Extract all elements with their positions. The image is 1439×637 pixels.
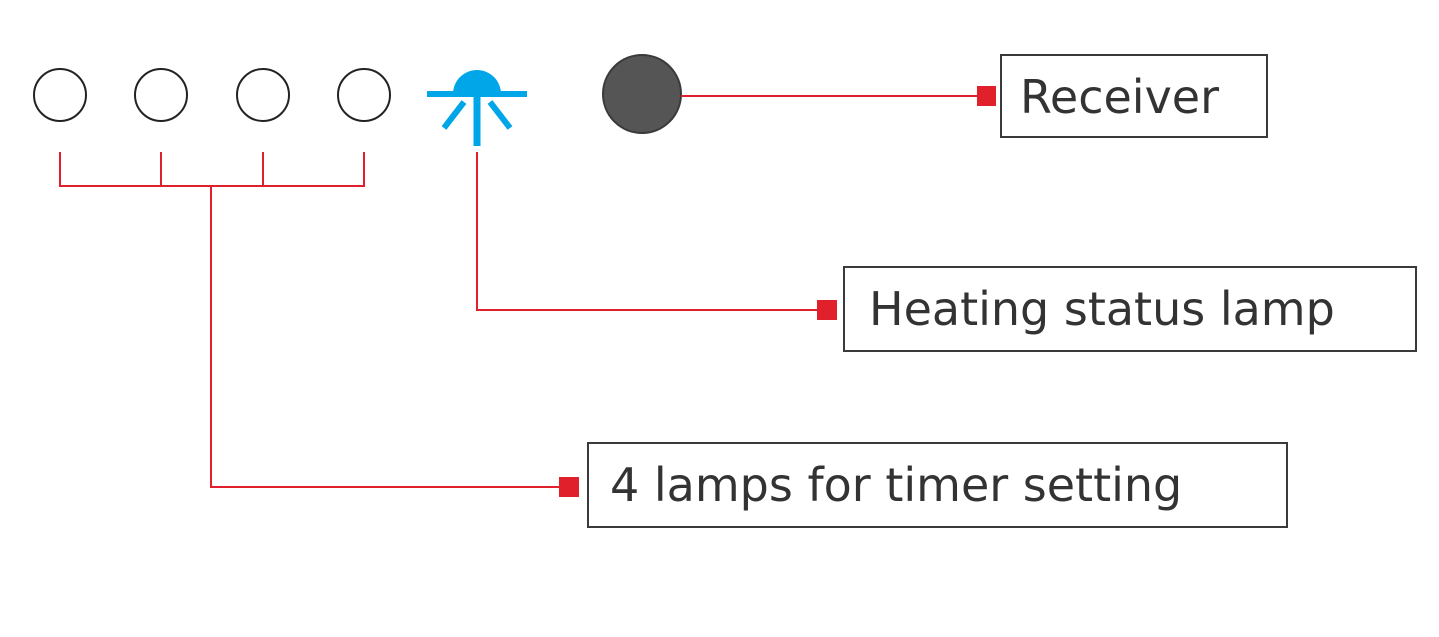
timer-lamps-label-box: 4 lamps for timer setting [587,442,1288,528]
heating-status-lamp-label: Heating status lamp [869,282,1335,336]
heating-status-lamp-leader [476,152,837,320]
receiver-label: Receiver [1020,70,1219,124]
receiver-leader [681,86,996,106]
receiver-icon [602,54,682,134]
timer-lamp-4-icon [337,68,391,122]
heating-status-lamp-icon [427,70,527,146]
timer-lamps-leader [59,152,579,497]
heating-status-lamp-label-box: Heating status lamp [843,266,1417,352]
timer-lamps-label: 4 lamps for timer setting [610,458,1182,512]
timer-lamp-3-icon [236,68,290,122]
timer-lamp-1-icon [33,68,87,122]
timer-lamps [33,68,391,122]
receiver-label-box: Receiver [1000,54,1268,138]
timer-lamp-2-icon [134,68,188,122]
